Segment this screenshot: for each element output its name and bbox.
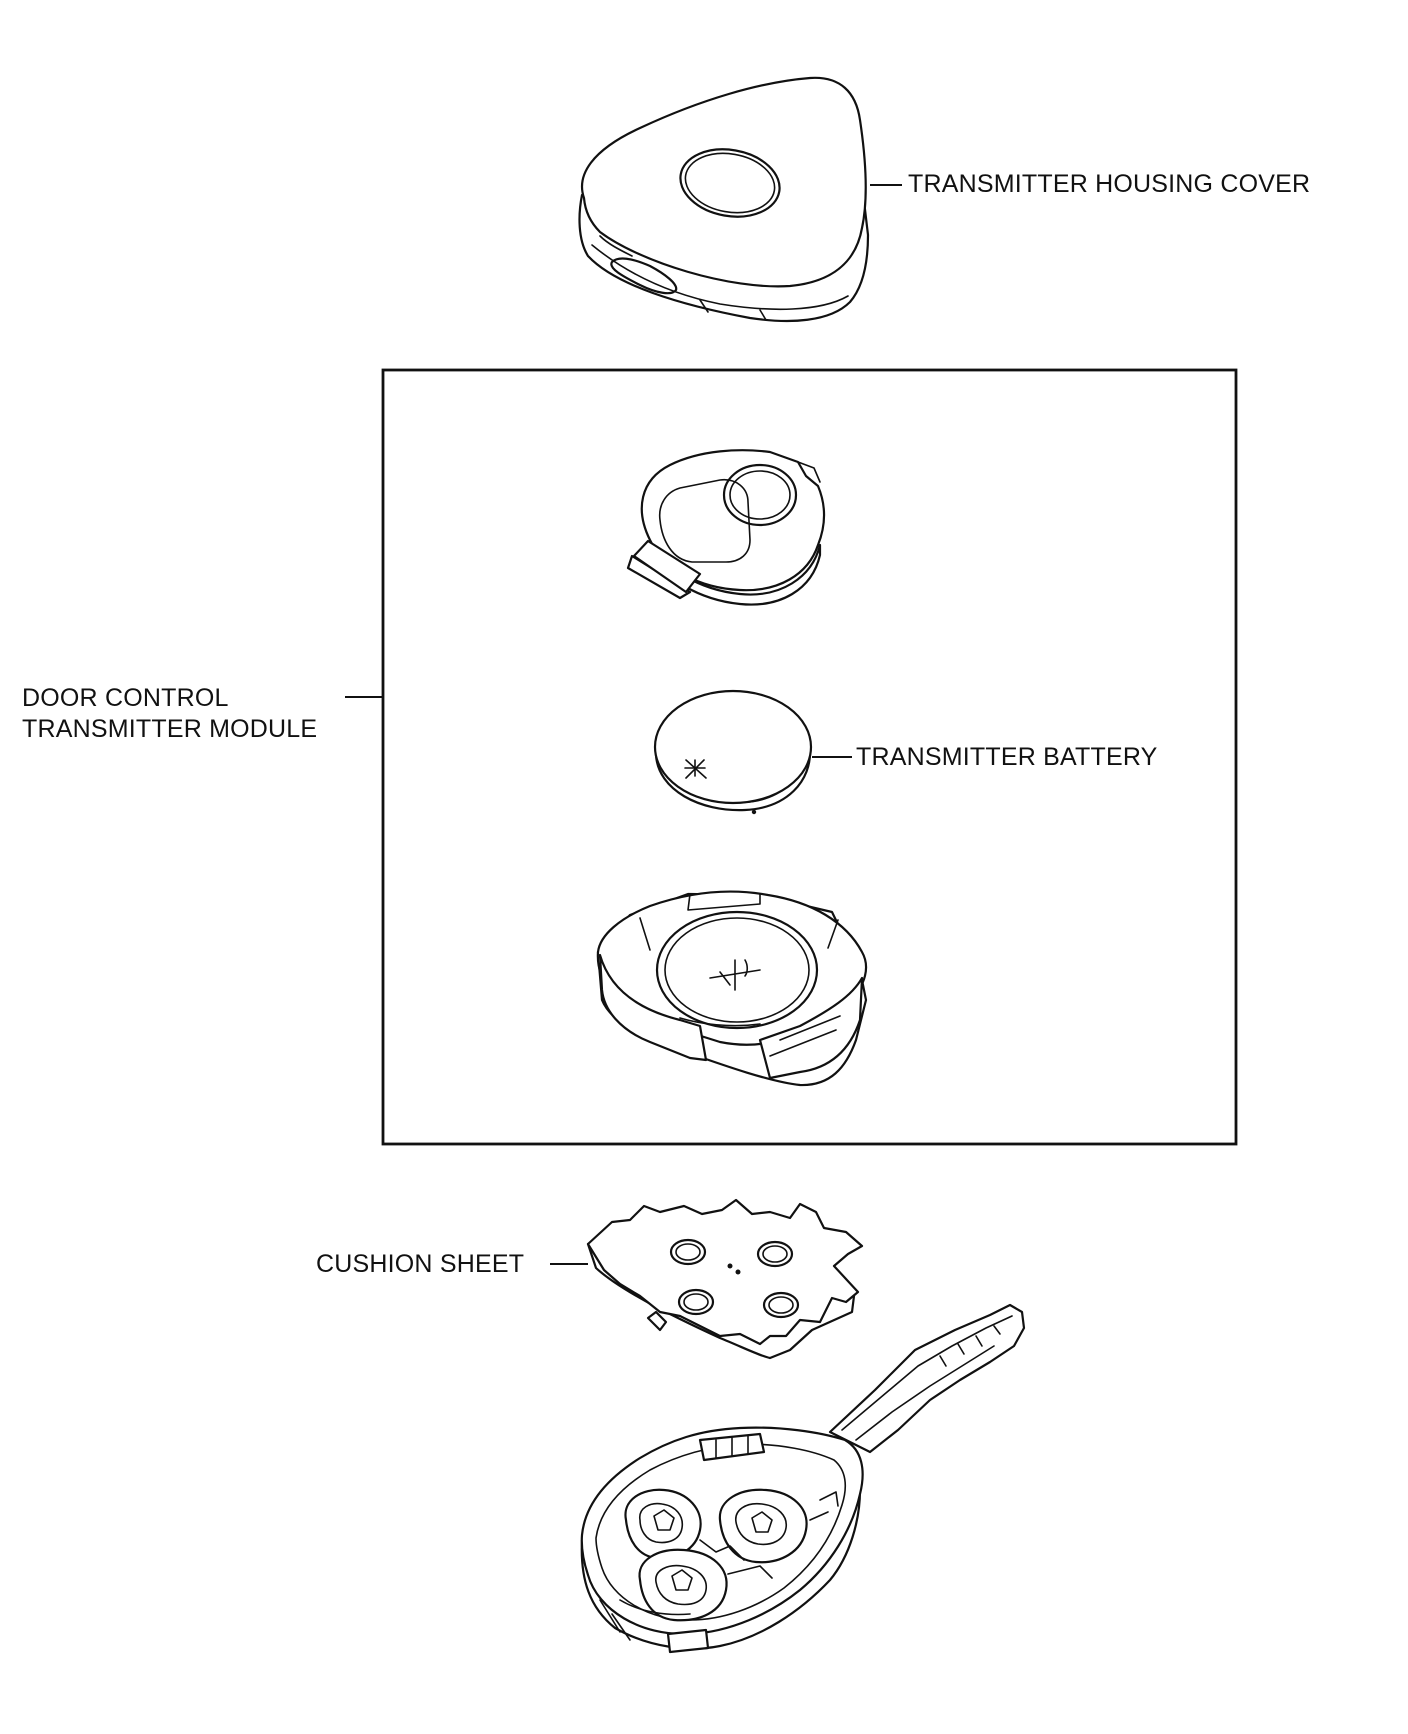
cushion-sheet-drawing bbox=[586, 1198, 864, 1360]
module-top-plate-drawing bbox=[626, 449, 826, 606]
label-cushion-sheet: CUSHION SHEET bbox=[316, 1250, 525, 1278]
housing-cover-drawing bbox=[578, 76, 870, 323]
battery-drawing bbox=[653, 689, 813, 815]
label-transmitter-housing-cover: TRANSMITTER HOUSING COVER bbox=[908, 170, 1311, 198]
module-case-drawing bbox=[596, 890, 868, 1087]
key-head-drawing bbox=[580, 1303, 1026, 1654]
label-door-control-line2: TRANSMITTER MODULE bbox=[22, 715, 318, 743]
label-door-control-line1: DOOR CONTROL bbox=[22, 684, 229, 712]
label-transmitter-battery: TRANSMITTER BATTERY bbox=[856, 743, 1158, 771]
transmitter-module-frame bbox=[381, 368, 1238, 1146]
